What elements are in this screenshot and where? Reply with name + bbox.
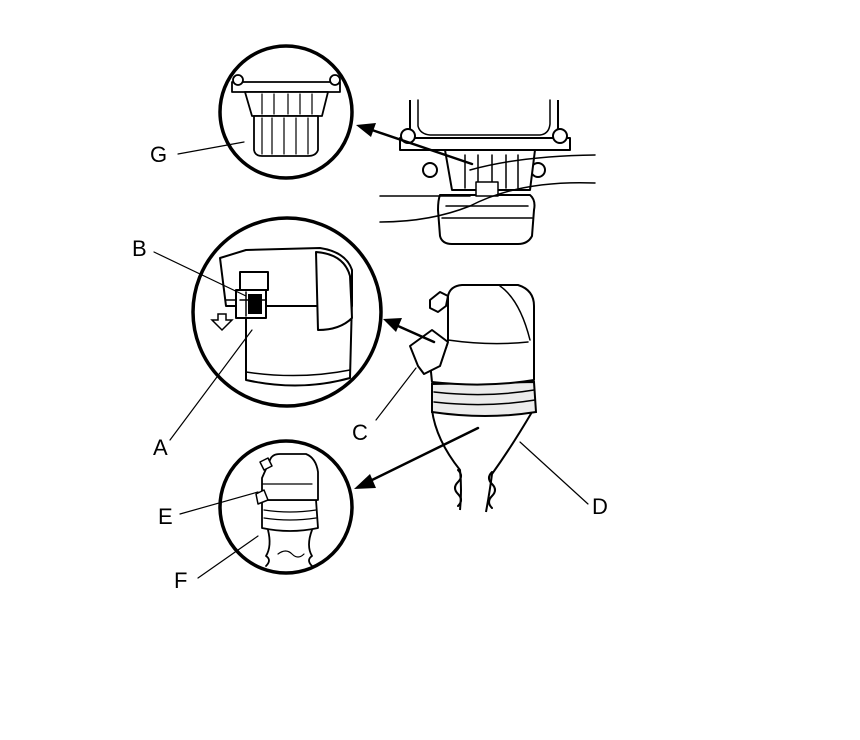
callout-b: B: [132, 236, 147, 261]
arrow-to-detail-ef: [354, 426, 480, 489]
arrow-to-detail-g: [356, 123, 474, 166]
arrow-to-detail-ab: [383, 318, 436, 344]
callout-e: E: [158, 504, 173, 529]
callout-a: A: [153, 435, 168, 460]
callout-c: C: [352, 420, 368, 445]
leader-f: [197, 535, 259, 579]
leader-b: [153, 251, 247, 297]
leader-e: [179, 491, 259, 515]
detail-circle-g: [218, 44, 354, 180]
detail-circle-ef: [218, 439, 354, 575]
leader-g: [177, 141, 245, 155]
callout-g: G: [150, 142, 168, 167]
control-module: [379, 99, 596, 245]
callout-f: F: [174, 568, 188, 593]
callout-d: D: [592, 494, 608, 519]
harness-connector: [409, 284, 538, 513]
leader-d: [519, 441, 589, 505]
leader-c: [375, 367, 417, 421]
detail-circle-ab: [191, 216, 383, 408]
leader-a: [169, 329, 253, 441]
